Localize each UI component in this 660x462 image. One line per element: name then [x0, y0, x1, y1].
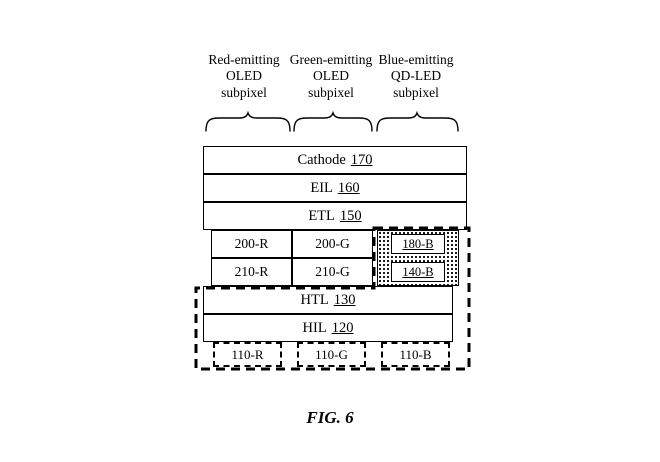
layer-name: HIL [302, 319, 327, 336]
cell-label: 200-G [315, 236, 350, 251]
layer-ref: 160 [337, 179, 360, 196]
layer-etl-150: ETL 150 [203, 202, 467, 230]
column-label-line: Red-emitting [208, 52, 280, 67]
layer-ref: 130 [333, 291, 356, 308]
layer-cathode-170: Cathode 170 [203, 146, 467, 174]
layer-name: Cathode [297, 151, 346, 168]
layer-name: HTL [300, 291, 329, 308]
layer-eil-160: EIL 160 [203, 174, 467, 202]
layer-name: EIL [310, 179, 333, 196]
anode-110-R: 110-R [213, 342, 282, 367]
cell-label: 180-B [402, 236, 434, 251]
column-label-blue-subpixel: Blue-emitting QD-LED subpixel [356, 52, 476, 101]
cell-210-G: 210-G [292, 258, 373, 286]
brace-blue-column-icon [376, 110, 459, 132]
cell-label: 110-B [399, 346, 432, 362]
brace-red-column-icon [205, 110, 291, 132]
cell-180-B: 180-B [391, 234, 445, 254]
cell-label: 200-R [234, 236, 269, 251]
anode-110-B: 110-B [381, 342, 450, 367]
column-label-line: Green-emitting [289, 52, 373, 67]
column-label-line: subpixel [221, 84, 267, 100]
cell-label: 110-G [315, 346, 348, 362]
column-label-line: subpixel [308, 84, 354, 100]
column-label-line: subpixel [393, 84, 439, 100]
cell-label: 210-G [315, 264, 350, 279]
column-label-line: QD-LED [390, 68, 442, 84]
cell-140-B: 140-B [391, 262, 445, 282]
column-label-line: OLED [226, 68, 262, 84]
cell-210-R: 210-R [211, 258, 292, 286]
column-label-line: Blue-emitting [378, 52, 454, 67]
column-label-red-subpixel: Red-emitting OLED subpixel [184, 52, 304, 101]
anode-110-G: 110-G [297, 342, 366, 367]
layer-ref: 120 [331, 319, 354, 336]
cell-200-G: 200-G [292, 230, 373, 258]
cell-label: 210-R [234, 264, 269, 279]
cell-200-R: 200-R [211, 230, 292, 258]
layer-ref: 150 [339, 207, 362, 224]
layer-htl-130: HTL 130 [203, 286, 453, 314]
column-label-line: OLED [313, 68, 349, 84]
brace-green-column-icon [293, 110, 373, 132]
layer-ref: 170 [350, 151, 373, 168]
cell-label: 110-R [231, 346, 264, 362]
column-label-green-subpixel: Green-emitting OLED subpixel [271, 52, 391, 101]
layer-name: ETL [308, 207, 335, 224]
figure-caption: FIG. 6 [306, 408, 354, 427]
cell-label: 140-B [402, 264, 434, 279]
layer-hil-120: HIL 120 [203, 314, 453, 342]
